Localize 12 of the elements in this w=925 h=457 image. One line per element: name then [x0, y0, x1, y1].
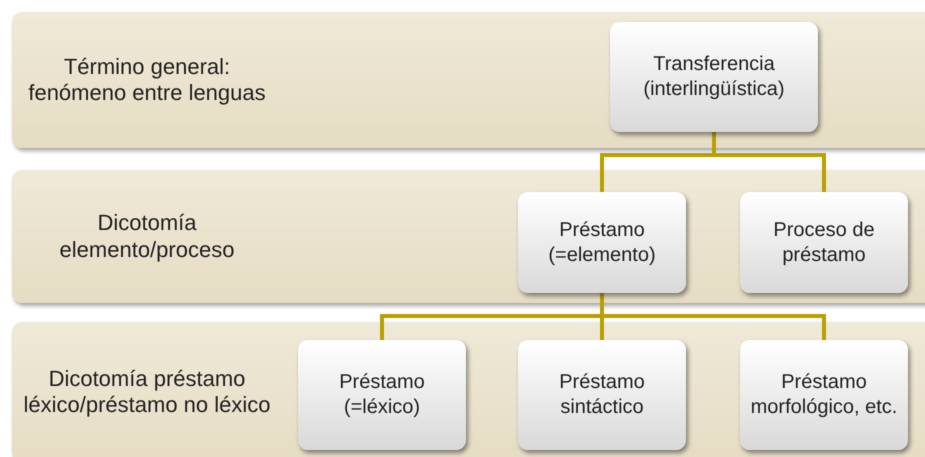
concept-box: Proceso de préstamo [740, 192, 908, 293]
row-label: Dicotomía préstamo léxico/préstamo no léxico [22, 366, 272, 418]
concept-box: Préstamo (=elemento) [518, 192, 686, 293]
concept-box: Préstamo (=léxico) [298, 340, 466, 450]
row-band [12, 12, 925, 148]
concept-box: Préstamo sintáctico [518, 340, 686, 450]
row-label: Término general: fenómeno entre lenguas [27, 54, 267, 106]
row-band [12, 170, 925, 303]
concept-box: Préstamo morfológico, etc. [740, 340, 908, 450]
concept-box: Transferencia (interlingüística) [610, 22, 818, 132]
row-label: Dicotomía elemento/proceso [58, 210, 236, 263]
row-band [12, 322, 925, 457]
